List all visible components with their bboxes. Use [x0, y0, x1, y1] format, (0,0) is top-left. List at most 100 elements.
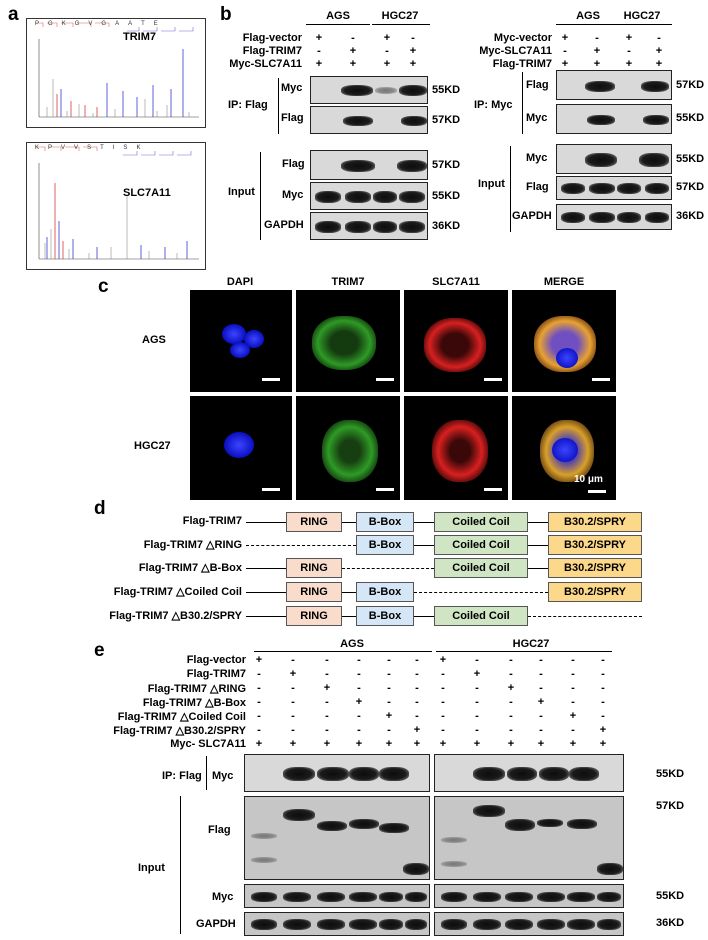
band — [397, 160, 427, 172]
band — [561, 183, 585, 194]
b-left-size: 55KD — [432, 84, 461, 96]
band — [343, 116, 373, 126]
e-mark: + — [599, 738, 607, 750]
e-mark: - — [571, 682, 575, 694]
b-right-cell-hgc27: HGC27 — [623, 10, 661, 22]
e-ags-underline — [254, 651, 432, 652]
e-mark: - — [539, 654, 543, 666]
b-left-blot-label: GAPDH — [264, 219, 304, 231]
sequence-residue: S — [123, 145, 128, 151]
d-domain-bbox: B-Box — [356, 606, 414, 626]
b-right-size: 55KD — [676, 112, 705, 124]
e-mark: - — [357, 682, 361, 694]
panel-a-letter: a — [8, 4, 19, 25]
d-domain-coiled-coil: Coiled Coil — [434, 512, 528, 532]
b-left-blot-label: Myc — [282, 189, 304, 201]
c-col-label: DAPI — [226, 276, 254, 288]
d-linker — [528, 522, 548, 523]
e-mark: - — [257, 682, 261, 694]
band — [589, 183, 615, 194]
band — [561, 212, 585, 223]
e-mark: - — [291, 724, 295, 736]
sequence-residue: T — [100, 145, 104, 151]
e-mark: - — [387, 654, 391, 666]
band — [441, 892, 467, 902]
e-input-bracket — [180, 796, 181, 934]
d-domain-spry: B30.2/SPRY — [548, 558, 642, 578]
sequence-residue: S — [87, 145, 92, 151]
micrograph-hgc27-trim7 — [296, 396, 400, 500]
sequence-residue: K — [61, 21, 66, 27]
e-mark: - — [441, 724, 445, 736]
e-cell-hgc27: HGC27 — [512, 638, 550, 650]
band — [405, 892, 427, 902]
b-right-ip-label: IP: Myc — [474, 99, 513, 111]
b-right-mark: + — [593, 45, 601, 57]
e-mark: - — [291, 682, 295, 694]
e-mark: - — [357, 724, 361, 736]
e-row-label: Flag-TRIM7 — [186, 668, 246, 680]
e-mark: - — [291, 696, 295, 708]
panel-c-letter: c — [98, 276, 109, 297]
e-size-myc: 55KD — [656, 890, 685, 902]
e-mark: + — [323, 682, 331, 694]
b-left-row-label: Flag-vector — [242, 32, 302, 44]
band — [645, 183, 669, 194]
d-construct-label: Flag-TRIM7 △B30.2/SPRY — [109, 610, 242, 622]
b-right-blot-ip-myc — [556, 104, 672, 134]
panel-b-letter: b — [220, 4, 232, 25]
band — [283, 767, 315, 781]
e-mark: - — [571, 724, 575, 736]
e-mark: - — [601, 668, 605, 680]
b-right-mark: + — [655, 58, 663, 70]
e-mark: + — [569, 738, 577, 750]
scale-bar — [262, 488, 280, 491]
d-linker — [246, 522, 286, 523]
e-mark: + — [507, 682, 515, 694]
band — [251, 919, 277, 930]
e-mark: - — [601, 654, 605, 666]
band — [505, 919, 533, 930]
band — [597, 892, 621, 902]
micrograph-ags-merge — [512, 290, 616, 392]
e-mark: - — [475, 696, 479, 708]
b-left-mark: - — [411, 32, 415, 44]
e-mark: + — [473, 738, 481, 750]
d-construct-label: Flag-TRIM7 △B-Box — [138, 562, 242, 574]
band — [585, 81, 615, 92]
b-right-blot-input-myc — [556, 144, 672, 174]
e-size-gapdh: 36KD — [656, 917, 685, 929]
b-right-mark: + — [625, 58, 633, 70]
scale-bar — [484, 378, 502, 381]
e-mark: - — [475, 682, 479, 694]
band — [317, 821, 347, 831]
e-mark: + — [323, 738, 331, 750]
d-construct-label: Flag-TRIM7 — [182, 515, 242, 527]
sequence-residue: K — [35, 145, 40, 151]
d-domain-bbox: B-Box — [356, 582, 414, 602]
e-mark: - — [601, 696, 605, 708]
band — [251, 833, 277, 839]
e-mark: - — [387, 668, 391, 680]
e-blot-ags-input-gapdh — [244, 912, 430, 936]
d-linker — [414, 545, 434, 546]
e-blot-hgc27-input-gapdh — [434, 912, 624, 936]
band — [373, 191, 397, 203]
band — [403, 863, 429, 875]
b-left-blot-ip-flag — [310, 106, 428, 134]
b-right-blot-input-gapdh — [556, 204, 672, 230]
micrograph-hgc27-merge: 10 μm — [512, 396, 616, 500]
e-mark: - — [539, 668, 543, 680]
e-mark: + — [507, 738, 515, 750]
b-right-ags-underline — [556, 24, 620, 25]
d-deletion — [528, 616, 642, 617]
sequence-residue: A — [115, 21, 120, 27]
band — [315, 191, 341, 203]
e-mark: - — [257, 724, 261, 736]
e-mark: + — [569, 710, 577, 722]
e-mark: - — [415, 668, 419, 680]
e-mark: - — [571, 668, 575, 680]
band — [283, 809, 315, 821]
d-deletion — [414, 592, 548, 593]
